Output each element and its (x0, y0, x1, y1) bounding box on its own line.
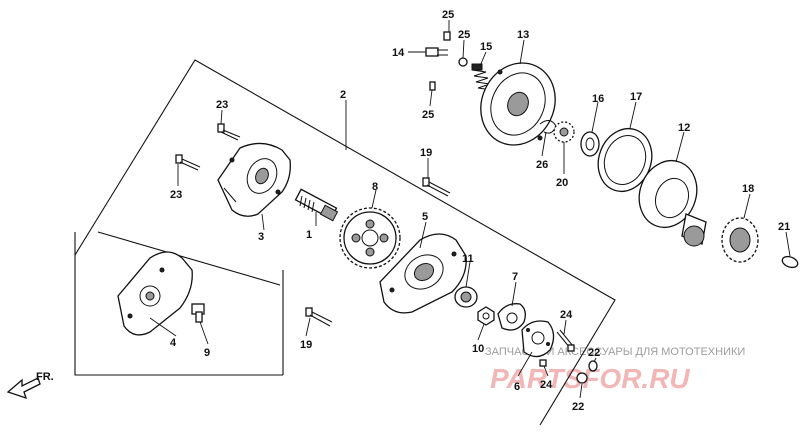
callout-24-lower: 24 (540, 379, 553, 391)
callout-2: 2 (340, 89, 346, 101)
washer-25-top (443, 31, 451, 41)
callout-25-top: 25 (442, 9, 454, 21)
callout-11: 11 (462, 253, 474, 265)
pinion-18 (721, 217, 759, 263)
pin-25-lower (429, 81, 436, 91)
callout-25-mid: 25 (458, 29, 470, 41)
bolt-9 (191, 303, 205, 323)
nut-10 (477, 306, 495, 326)
bolt-19-lower (305, 307, 333, 327)
o-ring-22-lower (576, 372, 588, 384)
front-direction-label: FR. (36, 371, 54, 383)
housing-13 (480, 62, 556, 146)
plate-6 (521, 320, 555, 358)
callout-4: 4 (170, 337, 177, 349)
screw-24-upper (556, 329, 575, 352)
callout-22-lower: 22 (572, 401, 584, 413)
callout-6: 6 (514, 381, 520, 393)
callout-5: 5 (422, 211, 428, 223)
callout-22-upper: 22 (588, 347, 600, 359)
bearing-11 (454, 286, 478, 308)
bolt-23-upper (217, 123, 241, 141)
gasket-7 (497, 303, 526, 331)
callout-12: 12 (678, 122, 690, 134)
small-gear-20 (553, 121, 575, 143)
callout-26: 26 (536, 159, 548, 171)
callout-7: 7 (512, 271, 518, 283)
bolt-23-lower (175, 154, 201, 171)
flange-12 (638, 159, 707, 247)
callout-18: 18 (742, 183, 754, 195)
gasket-17 (597, 127, 653, 193)
screw-24-lower (539, 359, 547, 367)
callout-16: 16 (592, 93, 604, 105)
assembly-group-outline (74, 59, 616, 426)
callout-23-upper: 23 (216, 99, 228, 111)
callout-8: 8 (372, 181, 378, 193)
callout-17: 17 (630, 91, 642, 103)
pump-shaft-1 (294, 188, 339, 222)
callout-1: 1 (306, 229, 312, 241)
callout-labels: 1 2 3 4 5 6 7 8 9 10 11 12 13 14 15 16 1… (170, 9, 790, 413)
key-21 (781, 255, 799, 269)
callout-25-lower: 25 (422, 109, 434, 121)
callout-20: 20 (556, 177, 568, 189)
bolt-14 (425, 47, 448, 57)
leader-lines (149, 20, 791, 399)
callout-9: 9 (204, 347, 210, 359)
callout-23-lower: 23 (170, 189, 182, 201)
o-ring-22-upper (588, 360, 598, 372)
callout-10: 10 (472, 343, 484, 355)
callout-24-upper: 24 (560, 309, 573, 321)
bolt-19-upper (422, 177, 451, 197)
callout-14: 14 (392, 47, 405, 59)
front-direction-arrow: FR. (6, 371, 54, 400)
washer-25-mid (458, 57, 468, 67)
spring-15 (471, 63, 493, 91)
callout-21: 21 (778, 221, 790, 233)
washer-16 (580, 131, 600, 157)
callout-19-upper: 19 (420, 147, 432, 159)
callout-15: 15 (480, 41, 492, 53)
callout-3: 3 (258, 231, 264, 243)
callout-19-lower: 19 (300, 339, 312, 351)
pump-body-5 (379, 233, 467, 314)
pump-gear-8 (339, 207, 401, 269)
pump-cover-3 (217, 142, 291, 217)
callout-13: 13 (517, 29, 529, 41)
lower-cover-4 (117, 251, 193, 336)
